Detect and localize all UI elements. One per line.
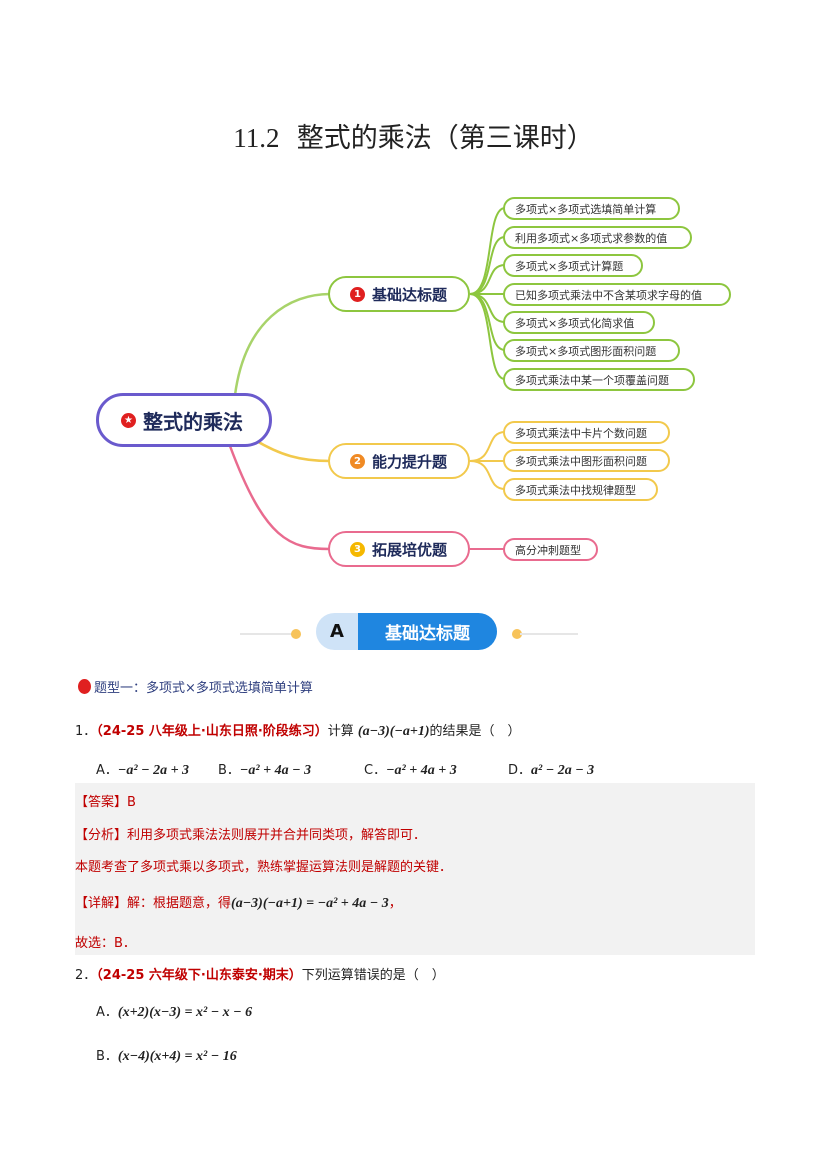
mindmap-root: ★ 整式的乘法 [96, 393, 272, 447]
root-label: 整式的乘法 [143, 409, 243, 434]
dot [512, 629, 522, 639]
question-source: （24-25 八年级上·山东日照·阶段练习） [96, 724, 328, 739]
leaf: 多项式乘法中图形面积问题 [503, 449, 670, 472]
option-d: D．a² − 2a − 3 [508, 763, 595, 778]
leaf: 已知多项式乘法中不含某项求字母的值 [503, 283, 731, 306]
leaf: 多项式×多项式图形面积问题 [503, 339, 680, 362]
branch-label: 能力提升题 [372, 452, 448, 471]
section-label: 基础达标题 [358, 613, 497, 650]
leaf: 高分冲刺题型 [503, 538, 598, 561]
detail-line: 【详解】解：根据题意，得(a−3)(−a+1) = −a² + 4a − 3， [75, 896, 402, 911]
leaf: 多项式×多项式计算题 [503, 254, 643, 277]
leaf: 多项式乘法中找规律题型 [503, 478, 658, 501]
flag-icon [78, 679, 91, 694]
dot [291, 629, 301, 639]
option-a: A．(x+2)(x−3) = x² − x − 6 [96, 1005, 253, 1020]
branch-label: 拓展培优题 [372, 540, 448, 559]
leaf: 多项式乘法中卡片个数问题 [503, 421, 670, 444]
analysis-line: 【分析】利用多项式乘法法则展开并合并同类项，解答即可． [75, 828, 427, 843]
branch-extension: 3 拓展培优题 [328, 531, 470, 567]
math-expression: (a−3)(−a+1) [357, 724, 430, 739]
leaf: 利用多项式×多项式求参数的值 [503, 226, 692, 249]
divider [520, 633, 578, 635]
section-banner: A 基础达标题 [316, 613, 497, 650]
number-badge: 1 [350, 286, 365, 302]
mindmap-connectors [228, 207, 506, 551]
leaf: 多项式×多项式选填简单计算 [503, 197, 680, 220]
page-title: 11.2 整式的乘法（第三课时） [233, 123, 594, 154]
type-heading-label: 题型一：多项式×多项式选填简单计算 [94, 681, 313, 696]
leaf: 多项式×多项式化简求值 [503, 311, 655, 334]
option-b: B．(x−4)(x+4) = x² − 16 [96, 1049, 237, 1064]
answer-line: 【答案】B [75, 795, 136, 810]
question-2: 2．（24-25 六年级下·山东泰安·期末）下列运算错误的是（ ） [75, 968, 445, 983]
type-heading: 题型一：多项式×多项式选填简单计算 [78, 677, 313, 696]
section-letter: A [316, 613, 358, 650]
number-badge: 3 [350, 541, 365, 557]
option-c: C．−a² + 4a + 3 [364, 763, 457, 778]
option-b: B．−a² + 4a − 3 [218, 763, 312, 778]
question-1: 1．（24-25 八年级上·山东日照·阶段练习）计算 (a−3)(−a+1)的结… [75, 724, 521, 739]
question-source: （24-25 六年级下·山东泰安·期末） [96, 968, 302, 983]
branch-basic: 1 基础达标题 [328, 276, 470, 312]
leaf: 多项式乘法中某一个项覆盖问题 [503, 368, 695, 391]
option-a: A．−a² − 2a + 3 [96, 763, 190, 778]
number-badge: 2 [350, 453, 365, 469]
star-icon: ★ [121, 412, 136, 428]
branch-label: 基础达标题 [372, 285, 448, 304]
branch-advanced: 2 能力提升题 [328, 443, 470, 479]
answer-box [75, 783, 755, 955]
divider [240, 633, 298, 635]
choice-line: 故选：B． [75, 936, 136, 951]
summary-line: 本题考查了多项式乘以多项式，熟练掌握运算法则是解题的关键． [75, 860, 453, 875]
